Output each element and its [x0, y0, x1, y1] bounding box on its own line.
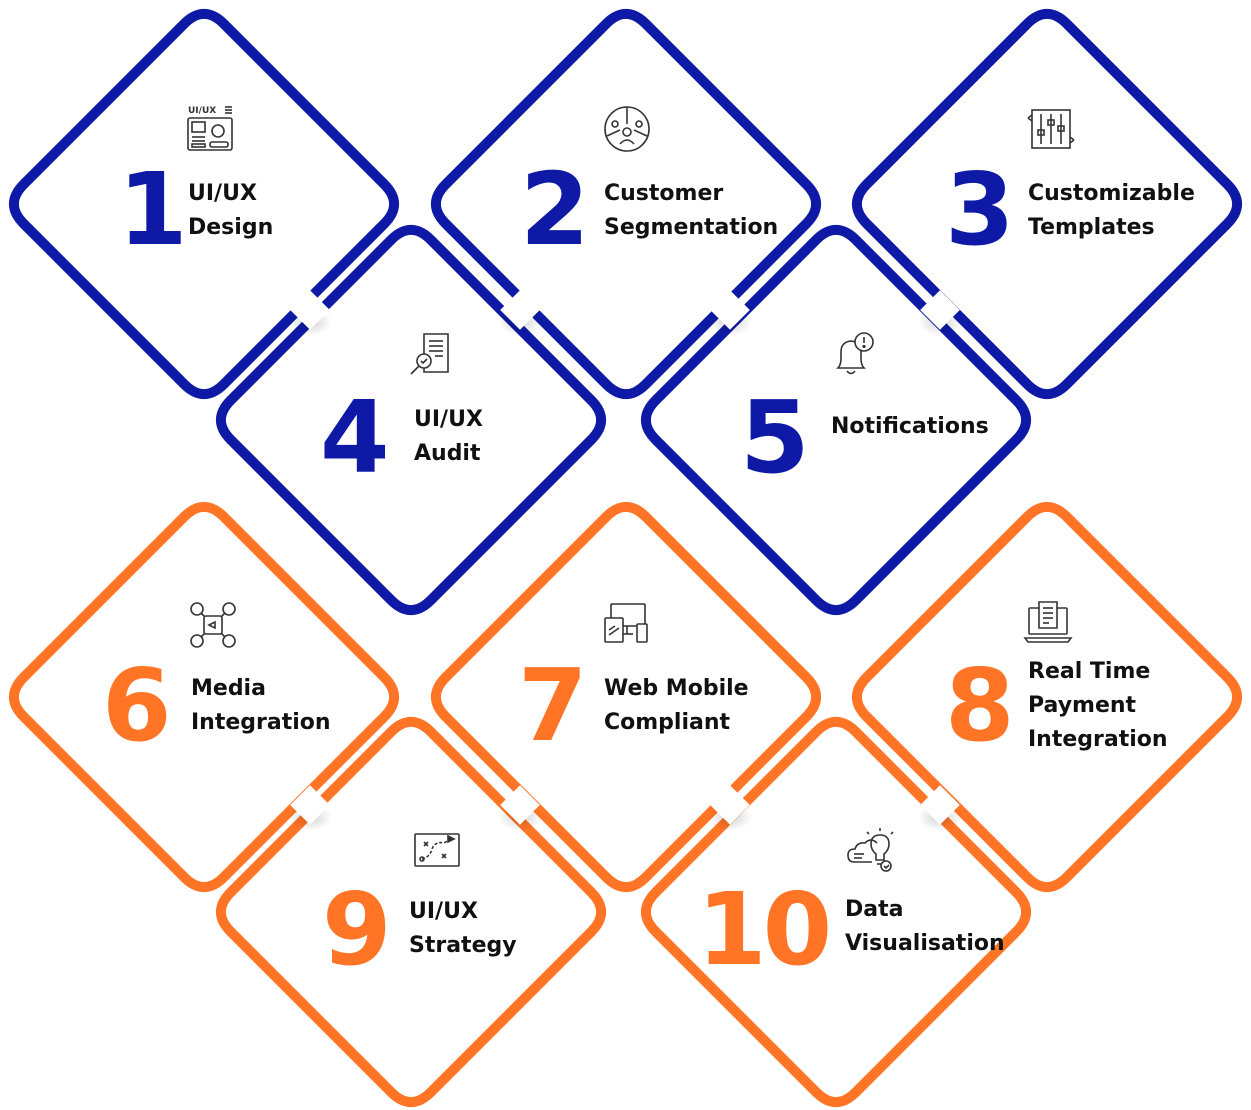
svg-text:UI/UX: UI/UX: [188, 106, 216, 116]
frame-overlap-gap: [500, 785, 540, 825]
feature-label: Media Integration: [191, 672, 331, 740]
feature-label-line: Web Mobile: [604, 676, 749, 701]
feature-number: 7: [518, 647, 588, 764]
bell-alert-icon: [828, 330, 878, 380]
laptop-invoice-icon: [1023, 598, 1073, 648]
strategy-map-icon: [412, 826, 462, 876]
feature-label: Data Visualisation: [845, 893, 1005, 961]
feature-label-line: Templates: [1028, 215, 1155, 240]
feature-number: 2: [520, 151, 590, 268]
feature-label: UI/UX Design: [188, 177, 273, 245]
feature-number: 4: [320, 379, 390, 496]
sliders-icon: [1026, 104, 1076, 154]
responsive-devices-icon: [601, 600, 651, 650]
feature-label-line: Visualisation: [845, 931, 1005, 956]
feature-label-line: Segmentation: [604, 215, 779, 240]
diamond-frame-3: [851, 8, 1243, 400]
feature-number: 6: [102, 647, 172, 764]
feature-label: Customizable Templates: [1028, 177, 1195, 245]
feature-label-line: UI/UX: [188, 181, 257, 206]
diamond-frame-7: [430, 501, 822, 893]
diamond-frame-2: [430, 8, 822, 400]
feature-label: UI/UX Audit: [414, 403, 483, 471]
feature-label-line: Strategy: [409, 933, 517, 958]
feature-label-line: Customer: [604, 181, 724, 206]
diamond-frame-10: [640, 716, 1032, 1108]
frame-overlap-gap: [290, 785, 330, 825]
feature-label-line: Media: [191, 676, 266, 701]
segmentation-pie-icon: [602, 104, 652, 154]
diamond-frame-8: [851, 501, 1243, 893]
audit-document-icon: [408, 330, 458, 380]
frame-overlap-gap: [920, 785, 960, 825]
frame-overlap-gap: [710, 290, 750, 330]
feature-label-line: Data: [845, 897, 904, 922]
feature-label-line: Audit: [414, 441, 481, 466]
feature-label-line: UI/UX: [409, 899, 478, 924]
frame-overlap-gap: [710, 785, 750, 825]
feature-label-line: UI/UX: [414, 407, 483, 432]
feature-number: 9: [322, 871, 392, 988]
feature-label: Real Time Payment Integration: [1028, 655, 1168, 757]
diamond-frame-9: [215, 716, 607, 1108]
diamond-frame-1: [8, 8, 400, 400]
feature-label-line: Integration: [191, 710, 331, 735]
feature-label: UI/UX Strategy: [409, 895, 517, 963]
feature-label-line: Real Time: [1028, 659, 1151, 684]
feature-label: Notifications: [831, 410, 989, 444]
social-media-icon: [188, 600, 238, 650]
frame-overlap-gap: [290, 290, 330, 330]
feature-number: 5: [740, 379, 810, 496]
feature-label-line: Payment: [1028, 693, 1137, 718]
ui-ux-wireframe-icon: UI/UX: [186, 104, 236, 154]
diamond-frame-5: [640, 224, 1032, 616]
frame-overlap-gap: [920, 290, 960, 330]
feature-label-line: Notifications: [831, 414, 989, 439]
feature-label: Customer Segmentation: [604, 177, 778, 245]
feature-label: Web Mobile Compliant: [604, 672, 749, 740]
feature-number: 3: [945, 151, 1015, 268]
frame-overlap-gap: [500, 290, 540, 330]
feature-label-line: Customizable: [1028, 181, 1195, 206]
cloud-idea-icon: [846, 826, 896, 876]
feature-label-line: Compliant: [604, 710, 731, 735]
feature-number: 10: [697, 871, 832, 988]
feature-label-line: Integration: [1028, 727, 1168, 752]
feature-label-line: Design: [188, 215, 274, 240]
diamond-frame-4: [215, 224, 607, 616]
diamond-frame-6: [8, 501, 400, 893]
feature-number: 8: [945, 647, 1015, 764]
feature-number: 1: [118, 151, 188, 268]
